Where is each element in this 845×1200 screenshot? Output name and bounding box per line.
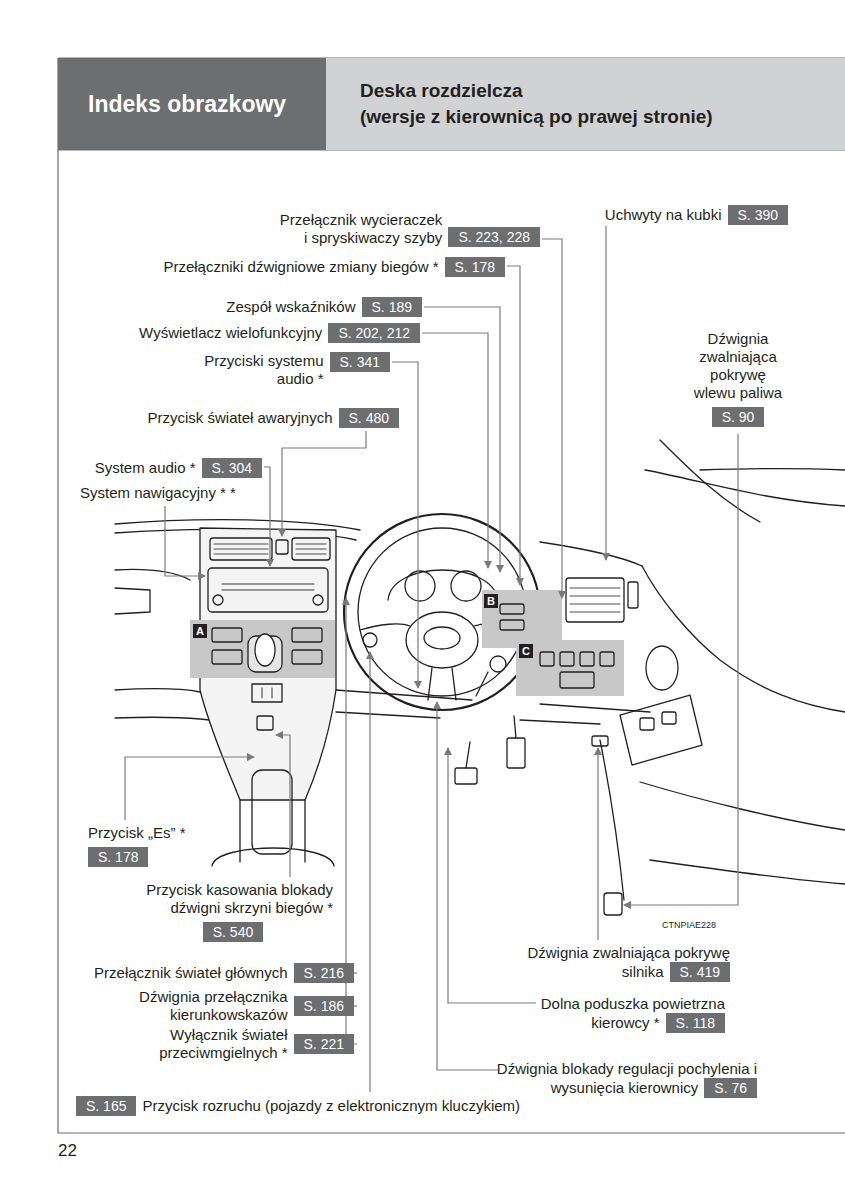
page-reference: S. 540 [203,922,263,942]
part-label: Dźwignia zwalniająca pokrywę wlewu paliw… [691,330,785,402]
page-reference: S. 419 [670,962,730,982]
page-reference: S. 216 [294,963,354,983]
leader-line [597,748,598,940]
part-label: Dźwignia przełącznika kierunkowskazów [128,988,288,1024]
part-label: Przełącznik wycieraczek i spryskiwaczy s… [276,211,442,247]
leader-line [369,652,370,1092]
callout: Dźwignia zwalniająca pokrywę silnikaS. 4… [515,944,730,982]
callout: Przełączniki dźwigniowe zmiany biegów * S… [163,257,505,277]
leader-line [437,702,498,1070]
leader-lines [125,226,738,1092]
part-label: System audio * [95,459,196,477]
dashboard-drawing [115,440,845,915]
callout: Dźwignia blokady regulacji pochylenia i … [495,1060,757,1098]
area-letter: B [487,596,495,607]
page-reference: S. 90 [712,407,765,427]
leader-line [605,226,606,560]
callout-label: System nawigacyjny * * [80,484,236,501]
callout: Wyświetlacz wielofunkcyjny S. 202, 212 [139,323,420,343]
page-reference: S. 221 [294,1034,354,1054]
header-band: Indeks obrazkowy [58,58,326,150]
header-title: Indeks obrazkowy [88,89,326,119]
callout: System audio * S. 304 [95,458,262,478]
part-label: Przyciski systemu audio * [199,352,324,388]
callout: Wyłącznik świateł przeciwmgielnych * S. 2… [148,1026,354,1062]
part-label: Przełącznik świateł głównych [94,964,287,982]
page-reference: S. 76 [704,1078,757,1098]
callout: Dolna poduszka powietrzna kierowcy *S. 1… [525,995,725,1033]
leader-line [264,467,270,566]
page-reference: S. 223, 228 [448,227,540,247]
area-marker: B [484,594,498,608]
callout: Dźwignia zwalniająca pokrywę wlewu paliw… [691,330,785,427]
area-letter: A [196,626,204,637]
leader-line [125,757,254,820]
figure-code: CTNPIAE228 [662,920,716,930]
area-marker: A [193,624,207,638]
callout: Uchwyty na kubki S. 390 [605,205,788,225]
leader-line [282,431,366,536]
callout: Przełącznik świateł głównych S. 216 [94,963,354,983]
part-label: Uchwyty na kubki [605,206,722,224]
callout: Przełącznik wycieraczek i spryskiwaczy s… [276,211,540,247]
header-subtitle: (wersje z kierownicą po prawej stronie) [360,104,845,130]
callout: Przycisk kasowania blokady dźwigni skrzy… [133,881,333,942]
part-label: Przełączniki dźwigniowe zmiany biegów * [163,258,438,276]
leader-line [422,333,488,568]
page-reference: S. 178 [88,847,148,867]
leader-line [507,266,520,585]
page-reference: S. 118 [666,1013,725,1033]
part-label: Zespół wskaźników [226,298,355,316]
page-reference: S. 165 [76,1096,136,1116]
leader-line [542,239,562,598]
callout: Zespół wskaźników S. 189 [226,297,422,317]
area-marker: C [519,644,533,658]
callout: Przycisk „Es” * S. 178 [88,824,186,867]
callout: Przyciski systemu audio * S. 341 [199,352,390,388]
page-reference: S. 189 [362,297,422,317]
callout: S. 165 Przycisk rozruchu (pojazdy z elekt… [76,1096,520,1116]
part-label: Przycisk rozruchu (pojazdy z elektronicz… [142,1097,520,1115]
part-label: Przycisk „Es” * [88,824,186,842]
page-reference: S. 341 [330,352,390,372]
page-number: 22 [58,1141,77,1161]
page-reference: S. 186 [294,996,354,1016]
header-title: Deska rozdzielcza [360,78,845,104]
area-letter: C [522,646,530,657]
header-band: Deska rozdzielcza(wersje z kierownicą po… [326,58,845,150]
page-reference: S. 202, 212 [328,323,420,343]
leader-line [448,748,536,1003]
page-frame [58,58,845,1133]
leader-line [624,434,738,905]
leader-line [276,735,290,877]
part-label: Przycisk kasowania blokady dźwigni skrzy… [133,881,333,917]
part-label: Wyświetlacz wielofunkcyjny [139,324,322,342]
part-label: Wyłącznik świateł przeciwmgielnych * [148,1026,288,1062]
callout: Dźwignia przełącznika kierunkowskazów S. … [128,988,354,1024]
page-reference: S. 304 [202,458,262,478]
page-reference: S. 178 [445,257,505,277]
part-label: Przycisk świateł awaryjnych [147,409,332,427]
leader-line [165,506,205,576]
page-reference: S. 390 [728,205,788,225]
page-reference: S. 480 [339,408,399,428]
callout: Przycisk świateł awaryjnych S. 480 [147,408,399,428]
